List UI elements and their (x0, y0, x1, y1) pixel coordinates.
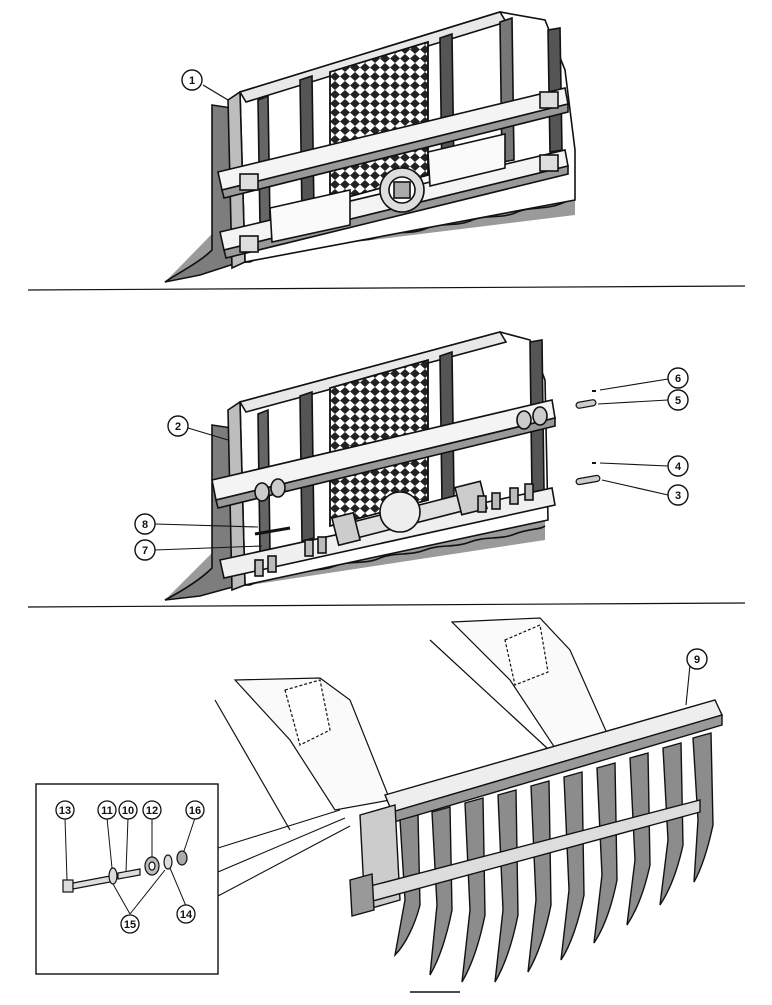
callout-6: 6 (667, 367, 689, 389)
callout-9: 9 (686, 648, 708, 670)
callout-8-label: 8 (142, 519, 148, 531)
callout-1: 1 (181, 69, 203, 91)
callout-8: 8 (134, 513, 156, 535)
divider-line-2 (27, 602, 746, 608)
inset-leaders (64, 817, 196, 915)
callout-10: 10 (118, 800, 138, 820)
callout-6-label: 6 (675, 373, 681, 385)
callout-3: 3 (667, 484, 689, 506)
callout-5: 5 (667, 389, 689, 411)
brush-guard-illustration-top (164, 11, 576, 283)
callout-7-label: 7 (142, 545, 148, 557)
callout-4: 4 (667, 455, 689, 477)
callout-7: 7 (134, 539, 156, 561)
callout-12-label: 12 (146, 805, 158, 817)
callout-11: 11 (97, 800, 117, 820)
callout-14-label: 14 (180, 909, 193, 921)
callout-16-label: 16 (189, 805, 201, 817)
inset-pointer-lines (217, 809, 351, 897)
brush-guard-illustration-middle (164, 331, 556, 601)
callout-12: 12 (142, 800, 162, 820)
loose-pins-group (575, 390, 601, 486)
hardware-detail-inset: 13 11 10 12 16 14 15 (35, 783, 219, 975)
callout-13: 13 (55, 800, 75, 820)
callout-5-label: 5 (675, 395, 681, 407)
callout-13-label: 13 (59, 805, 71, 817)
leader-lines-middle (154, 378, 669, 551)
callout-15-label: 15 (124, 919, 136, 931)
callout-11-label: 11 (101, 805, 113, 817)
callout-16: 16 (185, 800, 205, 820)
callout-9-label: 9 (694, 654, 700, 666)
callout-14: 14 (176, 904, 196, 924)
callout-2-label: 2 (175, 421, 181, 433)
callout-1-label: 1 (189, 75, 195, 87)
callout-3-label: 3 (675, 490, 681, 502)
callout-15: 15 (120, 914, 140, 934)
divider-line-1 (27, 285, 746, 291)
callout-4-label: 4 (675, 461, 682, 473)
callout-2: 2 (167, 415, 189, 437)
callout-10-label: 10 (122, 805, 134, 817)
root-rake-illustration (349, 699, 723, 983)
